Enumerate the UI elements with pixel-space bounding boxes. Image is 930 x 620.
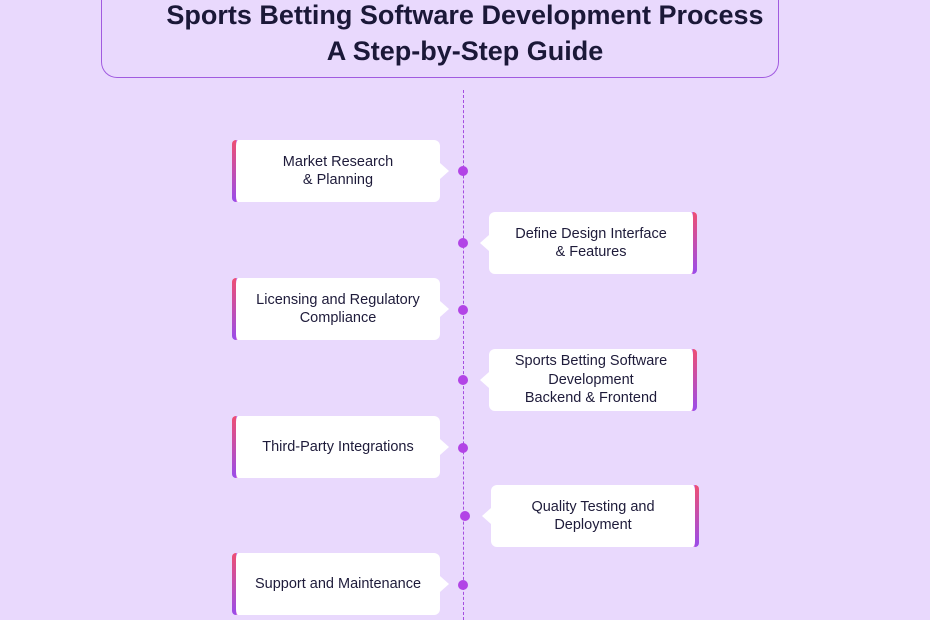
timeline-dot (458, 443, 468, 453)
step-label: Define Design Interface & Features (515, 225, 667, 261)
step-label: Market Research & Planning (282, 153, 394, 189)
title-frame (101, 0, 779, 78)
timeline-line (463, 90, 464, 620)
step-card-define-design: Define Design Interface & Features (480, 212, 697, 274)
step-label: Support and Maintenance (254, 575, 422, 592)
timeline-dot (458, 580, 468, 590)
timeline-dot (460, 511, 470, 521)
timeline-dot (458, 166, 468, 176)
timeline-dot (458, 238, 468, 248)
step-card-software-development: Sports Betting Software Development Back… (480, 349, 697, 411)
step-label: Third-Party Integrations (262, 438, 414, 455)
step-label: Sports Betting Software Development Back… (514, 353, 668, 407)
page-subtitle: A Step-by-Step Guide (326, 36, 604, 66)
step-card-third-party: Third-Party Integrations (232, 416, 449, 478)
timeline-dot (458, 375, 468, 385)
timeline-dot (458, 305, 468, 315)
step-card-market-research: Market Research & Planning (232, 140, 449, 202)
step-label: Quality Testing and Deployment (531, 498, 655, 534)
step-card-support: Support and Maintenance (232, 553, 449, 615)
page-title: Sports Betting Software Development Proc… (166, 0, 764, 30)
step-label: Licensing and Regulatory Compliance (256, 291, 420, 327)
step-card-licensing: Licensing and Regulatory Compliance (232, 278, 449, 340)
step-card-quality-testing: Quality Testing and Deployment (482, 485, 699, 547)
